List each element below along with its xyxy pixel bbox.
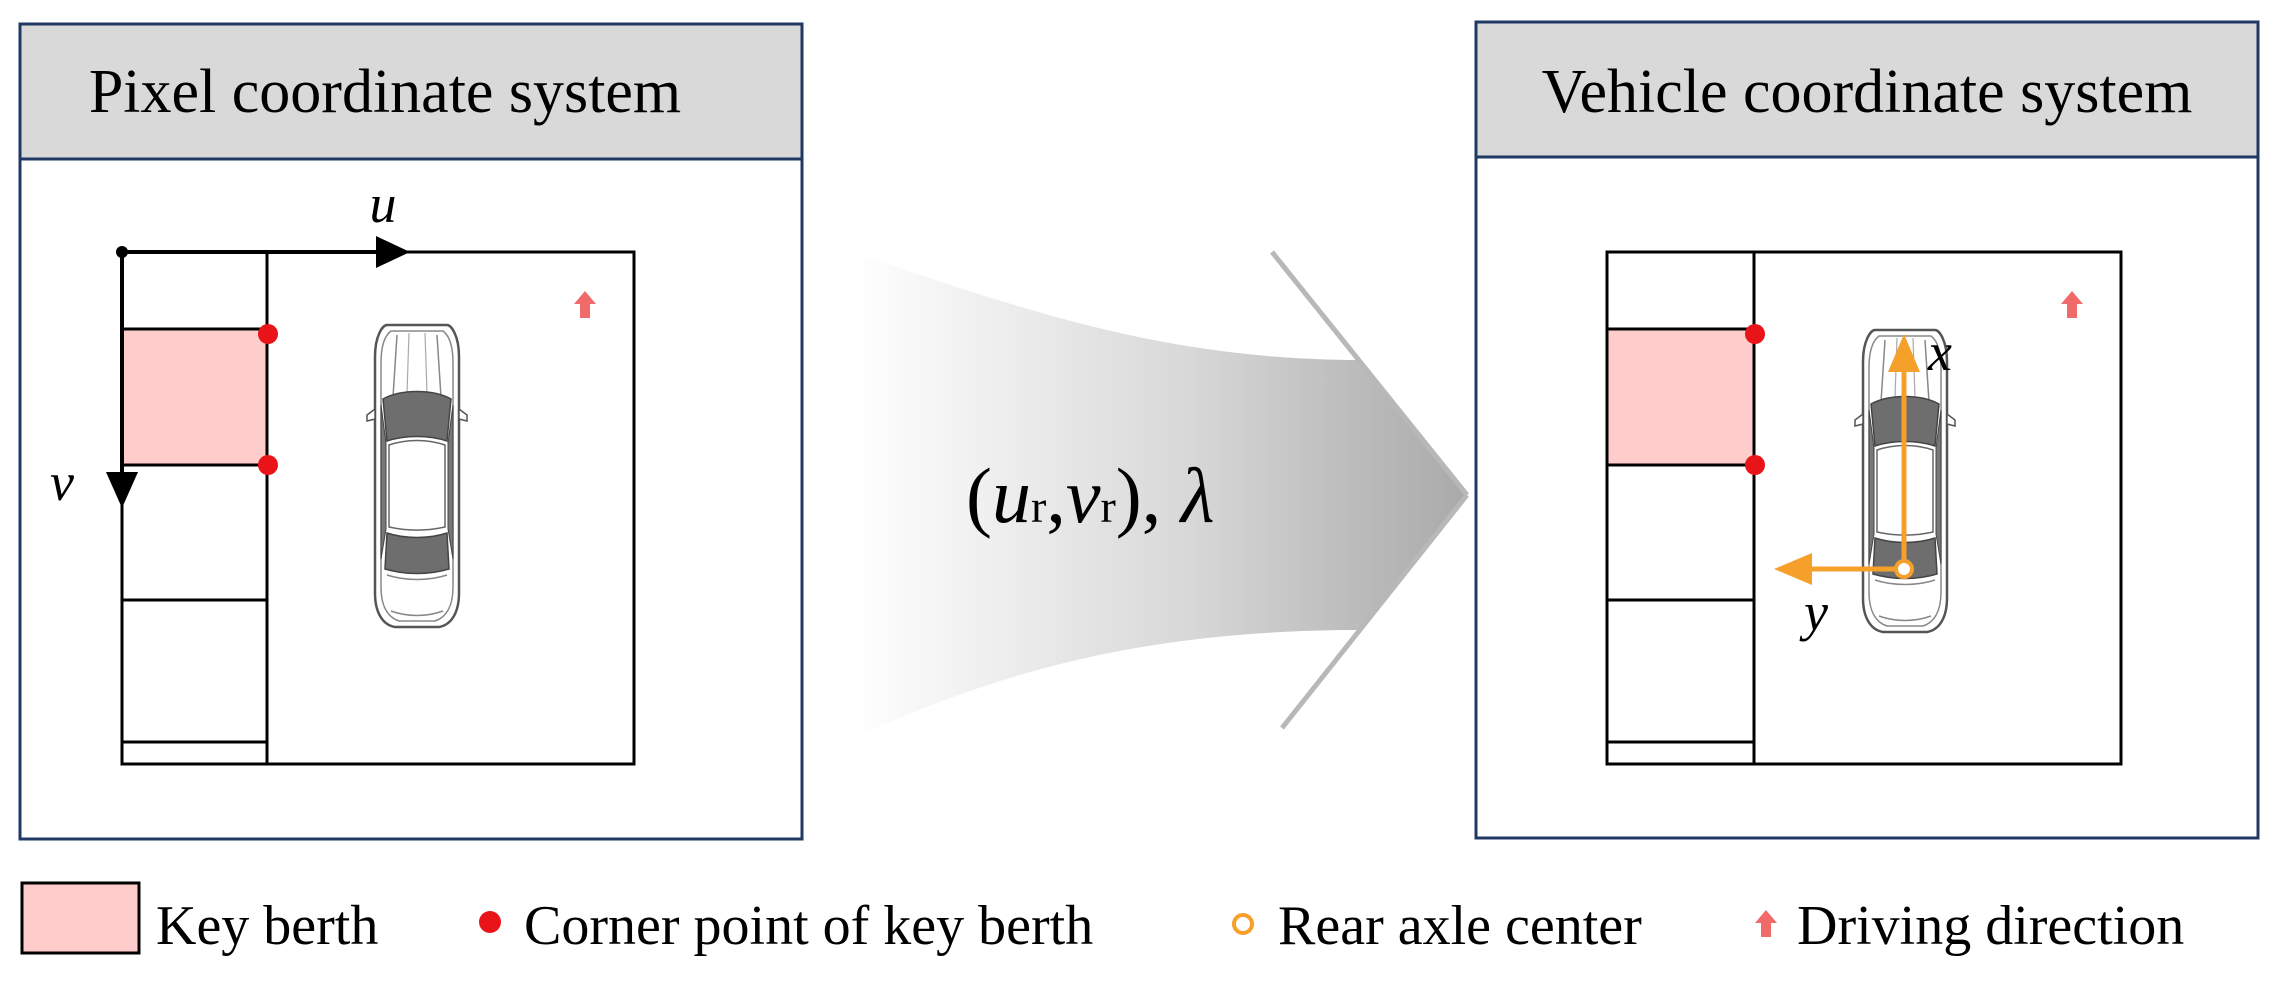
legend-corner-point-label: Corner point of key berth: [524, 895, 1093, 957]
legend-key-berth-label: Key berth: [156, 895, 378, 957]
car-icon: [365, 323, 469, 629]
pixel-panel-title: Pixel coordinate system: [89, 58, 681, 126]
corner-point: [258, 324, 278, 344]
legend-rear-axle-icon: [1232, 913, 1254, 935]
v-axis-label: v: [50, 452, 74, 512]
vehicle-panel-title: Vehicle coordinate system: [1542, 58, 2193, 126]
legend-rear-axle-label: Rear axle center: [1278, 895, 1642, 957]
key-berth: [1605, 327, 1756, 467]
x-axis-label: x: [1927, 322, 1952, 382]
y-axis-arrowhead: [1774, 553, 1812, 585]
transform-label: (ur,vr), λ: [966, 452, 1215, 539]
x-axis-arrowhead: [1888, 334, 1920, 372]
corner-point: [1745, 455, 1765, 475]
vehicle-panel: Vehicle coordinate system x y: [1474, 20, 2260, 840]
v-axis-arrowhead: [106, 472, 138, 508]
legend-driving-direction-label: Driving direction: [1797, 895, 2184, 957]
pixel-panel: Pixel coordinate system u v: [18, 22, 804, 841]
corner-point: [258, 455, 278, 475]
transform-arrow: [850, 250, 1469, 740]
corner-point: [1745, 324, 1765, 344]
y-axis-label: y: [1799, 582, 1828, 642]
legend-corner-point-icon: [479, 911, 501, 933]
vehicle-panel-header: [1474, 20, 2260, 159]
legend-driving-direction-icon: [1755, 910, 1777, 937]
u-axis-label: u: [370, 174, 397, 234]
parking-area: [1605, 250, 2123, 766]
u-axis-arrowhead: [376, 236, 410, 268]
legend: Key berth Corner point of key berth Rear…: [20, 881, 2184, 957]
pixel-panel-header: [18, 22, 804, 161]
legend-key-berth-swatch: [20, 881, 141, 955]
key-berth: [120, 327, 269, 467]
rear-axle-center: [1894, 559, 1914, 579]
